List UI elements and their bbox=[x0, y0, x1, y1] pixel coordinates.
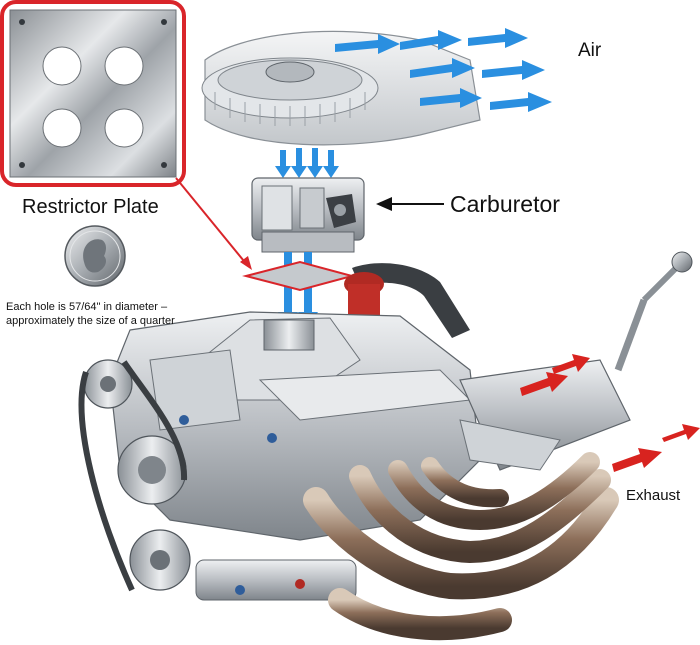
exhaust-label: Exhaust bbox=[626, 487, 681, 504]
fuel-rail bbox=[195, 559, 357, 601]
air-cleaner bbox=[201, 30, 481, 146]
pulley-assembly bbox=[78, 359, 191, 592]
restrictor-plate-callout bbox=[0, 0, 186, 187]
exhaust-headers bbox=[303, 452, 619, 641]
quarter-note: Each hole is 57/64" in diameter – approx… bbox=[6, 300, 196, 328]
exhaust-flow-arrows bbox=[520, 354, 700, 472]
callout-pointer-line bbox=[175, 177, 249, 267]
restrictor-plate-label: Restrictor Plate bbox=[22, 196, 159, 218]
carburetor-pointer-arrow bbox=[376, 197, 444, 211]
transmission bbox=[459, 359, 631, 471]
air-flow-down-arrows bbox=[275, 148, 339, 178]
quarter-coin-icon bbox=[64, 225, 126, 287]
shift-lever bbox=[614, 251, 693, 372]
air-flow-plate-arrows bbox=[278, 252, 318, 326]
quarter-note-line2: approximately the size of a quarter bbox=[6, 315, 175, 327]
restrictor-plate-mounted bbox=[242, 260, 356, 292]
carburetor-label: Carburetor bbox=[450, 191, 560, 217]
carburetor bbox=[251, 177, 365, 253]
plate-hole bbox=[42, 46, 144, 148]
engine-block bbox=[109, 311, 481, 541]
air-label: Air bbox=[578, 40, 602, 61]
air-flow-arrows bbox=[335, 28, 552, 112]
quarter-note-line1: Each hole is 57/64" in diameter – bbox=[6, 301, 168, 313]
